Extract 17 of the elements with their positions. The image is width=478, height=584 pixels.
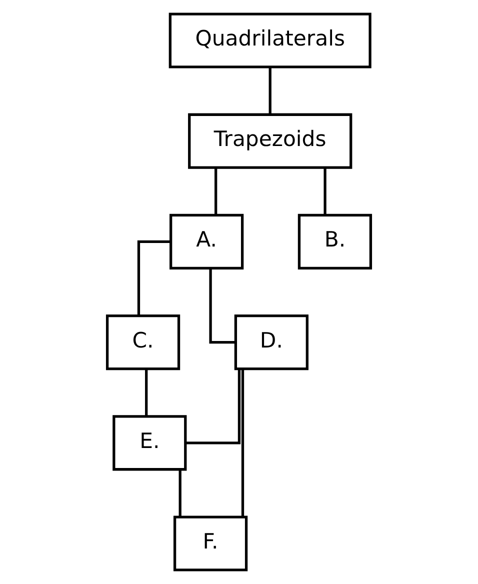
- connector: [209, 268, 236, 344]
- connector: [241, 369, 244, 517]
- connector: [214, 168, 218, 216]
- connector: [186, 369, 241, 444]
- node-box: A.: [170, 214, 244, 270]
- connector: [324, 168, 326, 216]
- connector: [268, 67, 272, 114]
- node-box: Trapezoids: [188, 113, 352, 169]
- connector: [137, 240, 171, 316]
- connector: [178, 470, 182, 517]
- node-box: D.: [234, 314, 308, 370]
- connector: [145, 369, 148, 416]
- node-box: E.: [112, 415, 187, 471]
- node-box: Quadrilaterals: [168, 12, 372, 68]
- node-box: B.: [298, 214, 372, 270]
- node-box: F.: [173, 516, 248, 572]
- node-box: C.: [106, 314, 180, 370]
